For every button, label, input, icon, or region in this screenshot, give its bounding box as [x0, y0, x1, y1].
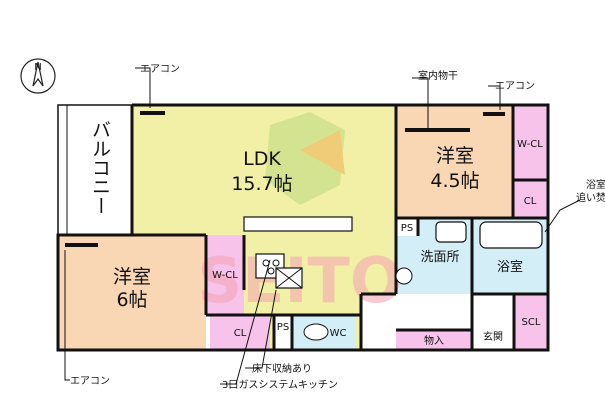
entrance: [472, 294, 514, 350]
sink-icon: [435, 221, 467, 243]
watermark-logo: [265, 112, 345, 205]
western-room-a-label: 洋室: [436, 145, 474, 167]
underfloor-label: 床下収納あり: [252, 362, 312, 375]
compass-north-label: N: [34, 62, 41, 73]
washroom-label: 洗面所: [420, 250, 459, 265]
western-room-b-label: 洋室: [113, 266, 151, 288]
wc-label: WC: [330, 328, 347, 339]
compass: N: [20, 58, 56, 94]
ps-b: [274, 315, 292, 350]
bath-note-1: 浴室: [586, 178, 605, 191]
cl-b: [210, 315, 270, 350]
ldk-label: LDK: [243, 148, 281, 170]
watermark-shape-icon: [265, 112, 345, 205]
storage: [396, 330, 472, 350]
burner-icon-3: [267, 267, 275, 275]
wcl-b-label: W-CL: [212, 270, 238, 281]
wcl-a: [513, 105, 548, 180]
ac-top-right-label: エアコン: [495, 81, 535, 92]
drying-room-label: 室内物干: [418, 69, 458, 82]
entrance-label: 玄関: [483, 330, 503, 343]
hall: [361, 294, 472, 330]
scl: [514, 294, 548, 350]
compass-circle: [20, 58, 56, 94]
balcony-label: バルコニー: [89, 120, 111, 215]
balcony-area: [57, 104, 133, 236]
bath-note-2: 追い焚: [576, 191, 605, 204]
compass-arrow-icon: [32, 61, 44, 87]
washroom: [396, 236, 472, 294]
cl-a-label: CL: [524, 196, 537, 207]
ac-bottom-label: エアコン: [70, 376, 110, 387]
cl-a: [513, 180, 548, 218]
western-room-a-size: 4.5帖: [430, 170, 479, 192]
kitchen-counter: [243, 216, 353, 232]
storage-label: 物入: [424, 334, 444, 347]
bathtub-icon: [479, 221, 543, 249]
bathroom-label: 浴室: [497, 259, 523, 275]
burner-icon-2: [272, 259, 280, 267]
western-room-b-size: 6帖: [116, 289, 147, 311]
scl-label: SCL: [522, 317, 541, 328]
walls: [56, 103, 550, 352]
callout-lines: [64, 67, 581, 385]
cl-b-label: CL: [234, 328, 247, 339]
wcl-a-label: W-CL: [517, 139, 543, 150]
ps-a: [396, 218, 418, 236]
toilet-icon: [303, 323, 329, 341]
ac-top-label: エアコン: [140, 64, 180, 75]
western-room-b: [58, 235, 206, 350]
western-room-a: [396, 105, 513, 218]
kitchen-label: 3口ガスシステムキッチン: [222, 379, 338, 391]
ps-b-label: PS: [277, 322, 289, 333]
washer-icon: [395, 267, 413, 285]
wcl-b: [206, 235, 244, 315]
watermark-shape-icon-2: [300, 130, 345, 175]
ldk-size-label: 15.7帖: [231, 173, 292, 195]
ps-a-label: PS: [401, 223, 413, 234]
